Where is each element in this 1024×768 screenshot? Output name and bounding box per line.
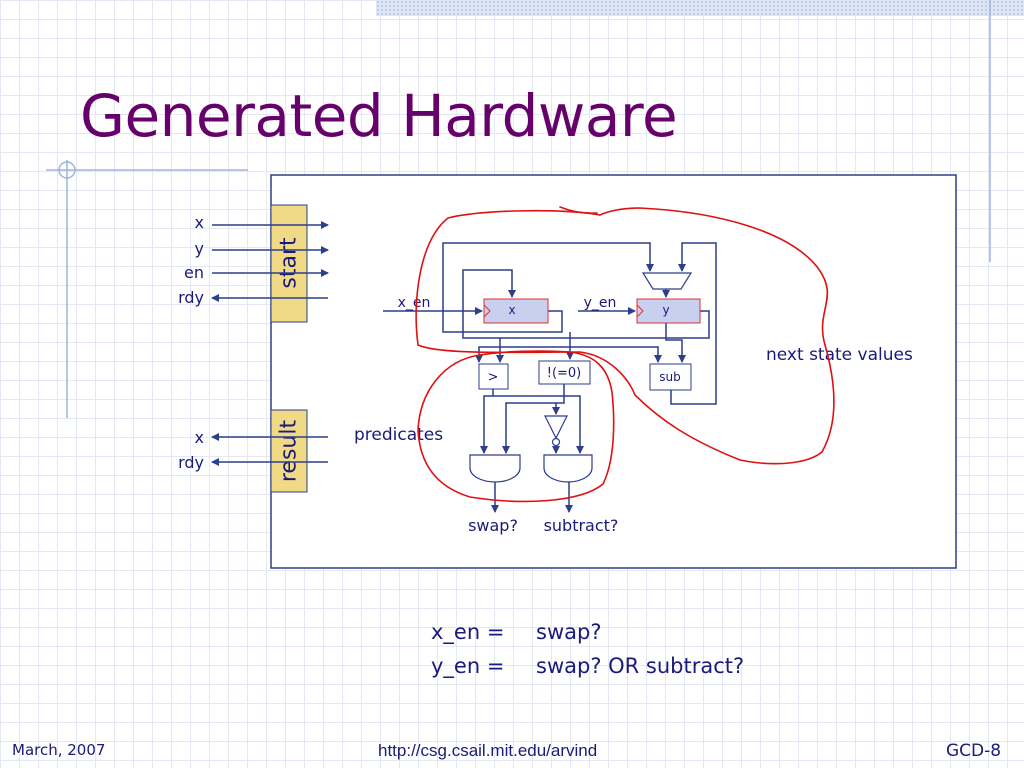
predicates-circle — [417, 350, 615, 503]
result-output-rdy-label: rdy — [178, 453, 204, 472]
start-output-rdy-label: rdy — [178, 288, 204, 307]
greater-to-and2-wire — [493, 395, 584, 454]
footer-date: March, 2007 — [12, 741, 106, 759]
notzero-to-and1-wire — [502, 384, 565, 454]
predicates-label: predicates — [354, 425, 443, 445]
sub-to-mux-wire — [670, 242, 717, 405]
x-to-mux-wire — [442, 242, 654, 333]
start-input-en-label: en — [184, 263, 204, 282]
y-to-sub-wire — [665, 323, 686, 363]
result-method-label: result — [277, 420, 302, 483]
inverter-icon — [544, 415, 568, 440]
next-state-circle — [415, 207, 835, 465]
start-input-x-label: x — [195, 213, 204, 232]
equation-x-en-lhs: x_en = — [431, 620, 505, 644]
greater-than-block — [478, 363, 509, 390]
y-to-x-wire — [462, 269, 710, 339]
not-zero-label: !(=0) — [547, 366, 582, 381]
equation-x-en-rhs: swap? — [536, 620, 602, 644]
result-output-x-label: x — [195, 428, 204, 447]
greater-to-and1-wire — [480, 389, 494, 454]
top-decoration-band — [376, 0, 1024, 16]
and-gate-swap — [469, 454, 521, 483]
x-register-clock-icon — [483, 304, 491, 318]
footer-url[interactable]: http://csg.csail.mit.edu/arvind — [378, 741, 598, 760]
pen-stroke — [559, 206, 598, 214]
mux-shape — [641, 272, 693, 290]
slide-title: Generated Hardware — [80, 82, 678, 150]
x-en-label: x_en — [398, 295, 431, 311]
y-register-clock-icon — [636, 304, 644, 318]
y-en-label: y_en — [584, 295, 617, 311]
footer-page-number: GCD-8 — [946, 741, 1002, 761]
not-zero-block — [538, 360, 591, 385]
x-register-label: x — [508, 303, 515, 317]
start-input-y-label: y — [195, 239, 204, 258]
x-to-sub-wire — [570, 346, 662, 363]
next-state-values-label: next state values — [766, 345, 913, 365]
x-register — [483, 298, 549, 324]
equation-y-en-rhs: swap? OR subtract? — [536, 654, 745, 678]
greater-than-label: > — [488, 370, 499, 385]
equation-y-en-lhs: y_en = — [431, 654, 505, 678]
module-boundary — [270, 174, 957, 569]
and-gate-subtract — [543, 454, 593, 483]
inverter-bubble — [551, 437, 561, 447]
sub-label: sub — [659, 370, 680, 384]
subtract-output-label: subtract? — [544, 516, 619, 535]
swap-output-label: swap? — [468, 516, 518, 535]
y-register-label: y — [662, 303, 669, 317]
y-register — [636, 298, 701, 324]
start-method-label: start — [277, 237, 302, 289]
result-method-box — [270, 409, 308, 493]
sub-block — [649, 363, 692, 391]
